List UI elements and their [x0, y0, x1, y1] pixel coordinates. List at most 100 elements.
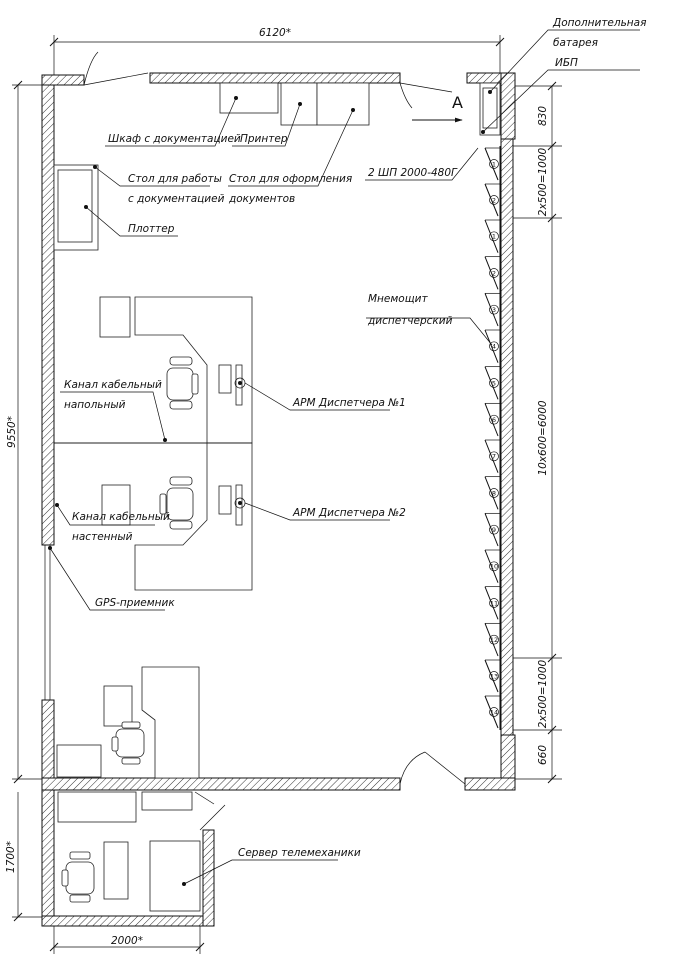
label-wall-channel-1: Канал кабельный: [72, 511, 170, 523]
dim-left-height: 9550*: [6, 416, 18, 448]
mimic-panel-segment: 2: [484, 183, 500, 217]
mimic-panel-number: 2: [492, 269, 496, 277]
mimic-panel-number-circle: [489, 561, 499, 572]
mimic-panel-number: 1: [492, 160, 496, 168]
mimic-panel-face: [484, 147, 499, 181]
mimic-panel-number-circle: [489, 268, 499, 278]
mimic-panel-face: [484, 623, 499, 657]
label-floor-channel-1: Канал кабельный: [64, 379, 162, 391]
mimic-panel-number: 6: [492, 416, 496, 424]
mimic-panel-segment: 1: [484, 219, 500, 253]
chair-3: [111, 721, 145, 765]
mimic-panel-face: [484, 329, 499, 363]
mimic-panel-face: [484, 366, 499, 400]
label-plotter: Плоттер: [128, 223, 175, 235]
label-wall-channel-2: настенный: [72, 531, 133, 543]
mimic-panel-number-circle: [489, 159, 499, 169]
mimic-panel-number-circle: [489, 598, 499, 608]
mimic-panel-face: [484, 476, 499, 510]
documentation-cabinet: [219, 82, 279, 114]
mimic-panel-number: 14: [490, 708, 498, 716]
mimic-panel-number-circle: [489, 488, 499, 498]
mimic-panel-face: [484, 403, 499, 437]
mimic-panel-segment: 6: [484, 402, 500, 437]
label-doc-cabinet: Шкаф с документацией: [108, 133, 241, 145]
label-cabinet: 2 ШП 2000-480Г: [368, 167, 458, 179]
design-table: [316, 82, 370, 126]
mimic-panel-number-circle: [489, 707, 499, 717]
walls: [41, 72, 516, 927]
chair-4: [61, 851, 95, 903]
doors: [83, 51, 466, 831]
label-printer: Принтер: [240, 133, 288, 145]
dim-right-bottom: 660: [537, 745, 549, 765]
label-ups: ИБП: [555, 57, 578, 69]
label-design-table-2: документов: [228, 193, 295, 205]
mimic-panel-segment: 4: [484, 329, 500, 363]
mimic-panel-number: 5: [492, 379, 496, 387]
dim-right-top: 830: [537, 106, 549, 126]
mimic-panel-number: 10: [490, 563, 498, 571]
mimic-panel-number-circle: [489, 195, 499, 205]
label-extra-battery-2: батарея: [553, 37, 598, 49]
mimic-panel-number-circle: [489, 524, 499, 535]
mimic-panel-number-circle: [489, 304, 499, 315]
mimic-panel-number: 7: [492, 453, 496, 461]
mimic-panel-number-circle: [489, 634, 499, 645]
dim-top-width: 6120*: [259, 27, 291, 39]
mimic-panel-segment: 12: [484, 622, 500, 657]
mimic-panel-face: [484, 549, 499, 583]
label-arm-1: АРМ Диспетчера №1: [292, 397, 406, 409]
mimic-panel-number: 3: [492, 306, 496, 314]
mimic-panel-face: [484, 586, 499, 620]
label-doc-table-1: Стол для работы: [128, 173, 222, 185]
view-marker-label: A: [452, 93, 463, 112]
mimic-panel-segment: 13: [484, 659, 500, 693]
mimic-panel-segment: 3: [484, 292, 500, 327]
mimic-panel-number: 11: [490, 599, 498, 607]
mimic-panel-number-circle: [489, 341, 499, 352]
dimensions: 6120* 9550* 1700* 2000* 830: [5, 27, 562, 954]
mimic-panel-number: 4: [492, 343, 496, 351]
label-design-table-1: Стол для оформления: [229, 173, 352, 185]
mimic-panel-number: 2: [492, 196, 496, 204]
dim-right-lower: 2x500=1000: [537, 659, 549, 728]
mimic-panel-number-circle: [489, 231, 499, 242]
mimic-panel-number: 8: [492, 489, 496, 497]
mimic-panel-number-circle: [489, 378, 499, 388]
mimic-panel-number-circle: [489, 671, 499, 681]
mimic-panel-face: [484, 219, 499, 253]
label-mimic-2: диспетчерский: [367, 315, 453, 327]
chair-1: [166, 356, 199, 410]
mimic-panel-segment: 5: [484, 366, 500, 400]
label-server: Сервер телемеханики: [238, 847, 361, 859]
mimic-panel-segment: 11: [484, 586, 500, 620]
dim-right-upper: 2x500=1000: [537, 147, 549, 216]
mimic-panel-segment: 7: [484, 439, 500, 473]
mimic-panel-segment: 10: [484, 549, 500, 583]
dim-server-height: 1700*: [5, 841, 17, 873]
labels: Дополнительная батарея ИБП 2 ШП 2000-480…: [64, 17, 646, 859]
mimic-panel-face: [484, 695, 499, 729]
mimic-panel-number-circle: [489, 451, 499, 462]
label-mimic-1: Мнемощит: [368, 293, 428, 305]
label-floor-channel-2: напольный: [64, 399, 126, 411]
dim-right-middle: 10x600=6000: [537, 400, 549, 475]
mimic-panel-face: [484, 513, 499, 547]
mimic-panel-number: 9: [492, 526, 496, 534]
label-arm-2: АРМ Диспетчера №2: [292, 507, 406, 519]
mimic-panel-face: [484, 293, 499, 327]
mimic-panel-number-circle: [489, 414, 499, 425]
label-gps: GPS-приемник: [95, 597, 175, 609]
leaders: [49, 29, 640, 885]
mimic-panel-number: 13: [490, 672, 498, 680]
mimic-panel-segment: 8: [484, 476, 500, 510]
mimic-panel-segment: 2: [484, 256, 500, 290]
label-doc-table-2: с документацией: [128, 193, 225, 205]
mimic-panel-segment: 9: [484, 512, 500, 547]
mimic-panel-segment: 14: [484, 695, 500, 729]
mimic-panel-face: [484, 439, 499, 473]
chair-2: [159, 476, 194, 530]
mimic-panel-number: 1: [492, 233, 496, 241]
